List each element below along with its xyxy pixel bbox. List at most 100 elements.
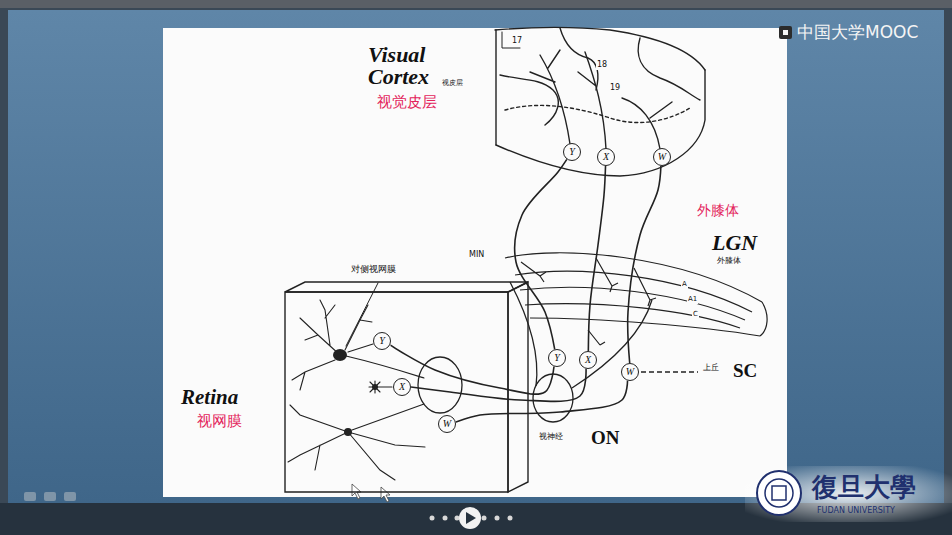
region-title-zh: 外膝体 xyxy=(697,203,739,218)
university-logo-text: FUDAN UNIVERSITY xyxy=(817,507,895,516)
lgn-terminal xyxy=(521,262,546,282)
x-cell-body xyxy=(372,384,378,390)
fudan-seal xyxy=(765,479,793,507)
area-number: 19 xyxy=(609,84,621,93)
sulcus xyxy=(638,38,700,100)
top-bar xyxy=(0,0,952,8)
x-fiber-marker: X xyxy=(393,378,411,396)
cortex-surface xyxy=(495,27,705,70)
logo-glow xyxy=(745,466,952,522)
control-dot xyxy=(508,516,513,521)
control-dot xyxy=(455,516,460,521)
region-title: LGN xyxy=(712,231,757,255)
play-triangle xyxy=(466,512,476,524)
x-fiber-marker: X xyxy=(579,351,597,369)
sulcus xyxy=(560,28,598,90)
w-cell-body xyxy=(344,428,352,436)
control-dot xyxy=(482,516,487,521)
lgn-layer xyxy=(760,302,767,336)
mooc-icon xyxy=(783,30,788,35)
fiber-letter: Y xyxy=(569,147,575,157)
area-number: 17 xyxy=(511,37,523,46)
fiber-letter: Y xyxy=(379,336,385,346)
lgn-layer xyxy=(530,318,760,336)
medial-surface xyxy=(495,30,496,145)
nucleus-name: MIN xyxy=(468,251,485,260)
fiber-letter: X xyxy=(585,355,591,365)
sulcus xyxy=(500,75,558,125)
y-cell-dendrites xyxy=(292,300,372,390)
slab-heading: 对侧视网膜 xyxy=(351,265,396,275)
slab-face xyxy=(285,292,508,492)
y-fiber-marker: Y xyxy=(373,332,391,350)
cortical-terminal xyxy=(622,98,672,149)
play-button xyxy=(459,507,481,529)
slab-face xyxy=(285,282,528,292)
x-cell-dendrites xyxy=(369,381,392,393)
fiber-letter: W xyxy=(626,367,634,377)
region-note: 外膝体 xyxy=(716,257,742,266)
w-fiber-marker: W xyxy=(438,415,456,433)
y-fiber-marker: Y xyxy=(563,143,581,161)
region-note: 视皮层 xyxy=(442,80,463,88)
slab-face xyxy=(508,282,528,492)
cortex-surface xyxy=(496,70,705,176)
tool-icon xyxy=(64,492,76,501)
fiber-letter: X xyxy=(399,382,405,392)
figure-paper xyxy=(163,28,787,497)
region-note: 视神经 xyxy=(538,433,564,442)
control-dot xyxy=(430,516,435,521)
nerve-fiber xyxy=(456,381,628,422)
nerve-fiber xyxy=(628,166,661,363)
region-title-zh: 视网膜 xyxy=(197,413,242,430)
y-fiber-marker: Y xyxy=(548,349,566,367)
sc-projection xyxy=(641,371,698,372)
nerve-outline xyxy=(572,300,652,388)
cortical-terminal xyxy=(530,50,570,144)
region-title-zh: 视觉皮层 xyxy=(377,94,437,111)
fudan-seal xyxy=(757,471,801,515)
area-number: 18 xyxy=(596,61,608,70)
x-fiber-marker: X xyxy=(597,148,615,166)
fiber-letter: Y xyxy=(554,353,560,363)
retina-slab: 对侧视网膜 Y X W xyxy=(283,262,533,496)
w-cell-dendrites xyxy=(288,405,425,480)
lgn-terminal xyxy=(588,330,605,345)
cortex-section xyxy=(495,27,705,176)
fudan-seal xyxy=(772,486,786,500)
tool-icon xyxy=(44,492,56,501)
nerve-cross-section xyxy=(533,374,573,422)
watermark-text: 中国大学MOOC xyxy=(797,23,918,42)
axon xyxy=(352,404,424,430)
lgn-terminal xyxy=(634,268,656,306)
region-title: Retina xyxy=(181,386,238,409)
retina-cells xyxy=(288,283,462,480)
cell-link xyxy=(348,344,373,352)
region-note: 上丘 xyxy=(702,364,720,373)
fiber-letter: W xyxy=(658,152,666,162)
university-logo-text: 復旦大學 xyxy=(812,474,916,503)
slab-outline xyxy=(283,262,533,496)
region-title: SC xyxy=(733,361,757,382)
layer-name: A xyxy=(681,281,688,289)
nerve-fiber xyxy=(411,369,586,402)
mooc-icon xyxy=(779,26,792,39)
white-matter-border xyxy=(505,105,690,122)
control-dot xyxy=(495,516,500,521)
w-fiber-marker: W xyxy=(653,148,671,166)
mouse-cursor xyxy=(381,487,390,502)
fiber-letter: W xyxy=(443,419,451,429)
slide-background xyxy=(8,10,944,503)
lgn-terminal xyxy=(596,258,618,292)
layer-name: A1 xyxy=(687,296,698,304)
lgn-layer xyxy=(525,304,740,328)
y-cell-body xyxy=(333,349,347,361)
tool-icon xyxy=(24,492,36,501)
nerve-fiber xyxy=(588,166,605,351)
